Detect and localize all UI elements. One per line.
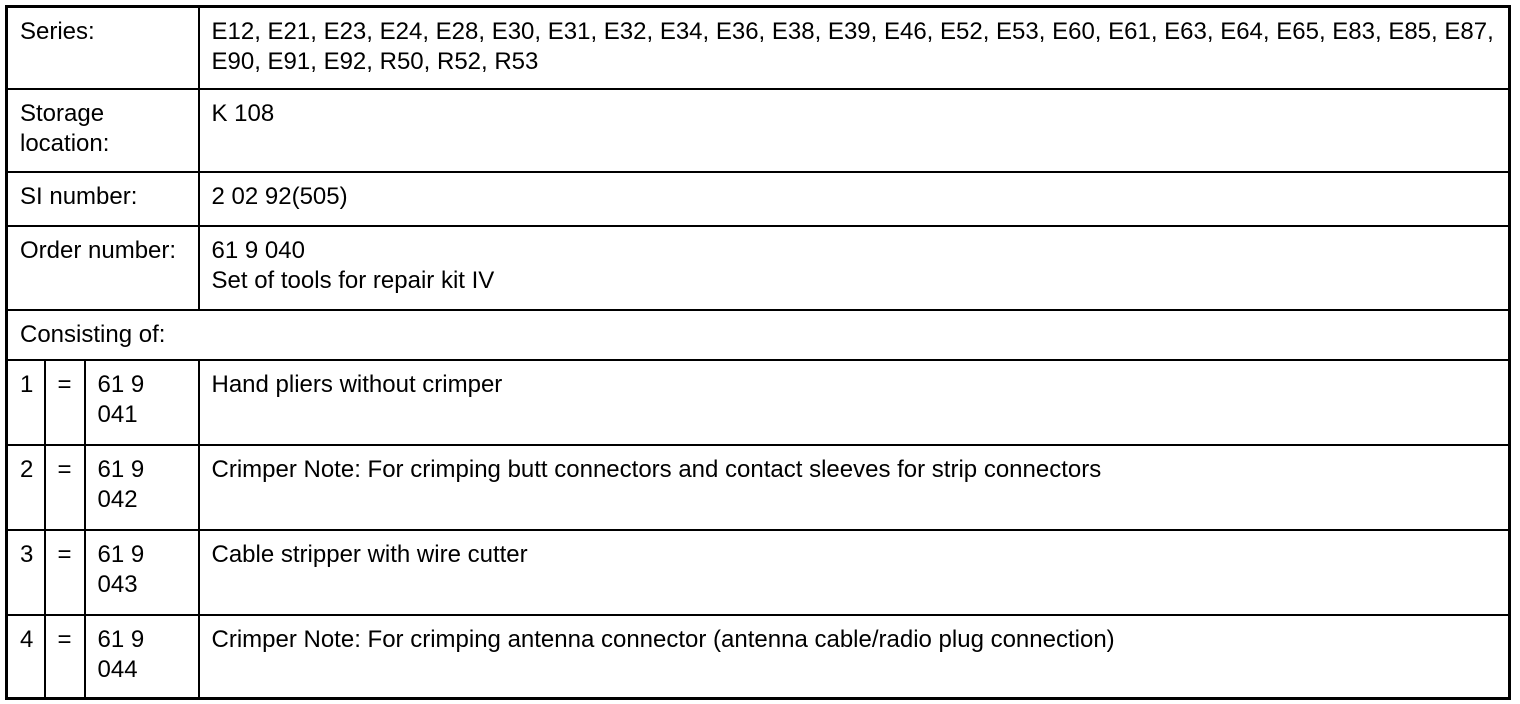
item-description: Crimper Note: For crimping butt connecto… bbox=[197, 443, 1511, 531]
info-row-order-number: Order number: 61 9 040 Set of tools for … bbox=[5, 224, 1511, 311]
item-number: 3 bbox=[5, 528, 46, 616]
item-part-number: 61 9 041 bbox=[83, 358, 200, 446]
storage-location-label: Storage location: bbox=[5, 87, 200, 173]
item-number: 2 bbox=[5, 443, 46, 531]
tool-kit-spec-table: Series: E12, E21, E23, E24, E28, E30, E3… bbox=[5, 5, 1511, 700]
item-description: Crimper Note: For crimping antenna conne… bbox=[197, 613, 1511, 700]
order-number-value: 61 9 040 Set of tools for repair kit IV bbox=[197, 224, 1511, 311]
item-part-number: 61 9 043 bbox=[83, 528, 200, 616]
equals-sign: = bbox=[43, 443, 86, 531]
storage-location-value: K 108 bbox=[197, 87, 1511, 173]
si-number-value: 2 02 92(505) bbox=[197, 170, 1511, 227]
item-description: Hand pliers without crimper bbox=[197, 358, 1511, 446]
consisting-of-header: Consisting of: bbox=[5, 308, 1511, 361]
item-row: 4 = 61 9 044 Crimper Note: For crimping … bbox=[5, 613, 1511, 700]
section-header-row: Consisting of: bbox=[5, 308, 1511, 361]
series-value: E12, E21, E23, E24, E28, E30, E31, E32, … bbox=[197, 5, 1511, 90]
info-row-series: Series: E12, E21, E23, E24, E28, E30, E3… bbox=[5, 5, 1511, 90]
equals-sign: = bbox=[43, 613, 86, 700]
item-row: 1 = 61 9 041 Hand pliers without crimper bbox=[5, 358, 1511, 446]
equals-sign: = bbox=[43, 358, 86, 446]
item-number: 4 bbox=[5, 613, 46, 700]
info-row-si-number: SI number: 2 02 92(505) bbox=[5, 170, 1511, 227]
item-part-number: 61 9 044 bbox=[83, 613, 200, 700]
order-number-label: Order number: bbox=[5, 224, 200, 311]
item-description: Cable stripper with wire cutter bbox=[197, 528, 1511, 616]
item-row: 2 = 61 9 042 Crimper Note: For crimping … bbox=[5, 443, 1511, 531]
item-number: 1 bbox=[5, 358, 46, 446]
item-row: 3 = 61 9 043 Cable stripper with wire cu… bbox=[5, 528, 1511, 616]
series-label: Series: bbox=[5, 5, 200, 90]
info-row-storage-location: Storage location: K 108 bbox=[5, 87, 1511, 173]
item-part-number: 61 9 042 bbox=[83, 443, 200, 531]
si-number-label: SI number: bbox=[5, 170, 200, 227]
equals-sign: = bbox=[43, 528, 86, 616]
